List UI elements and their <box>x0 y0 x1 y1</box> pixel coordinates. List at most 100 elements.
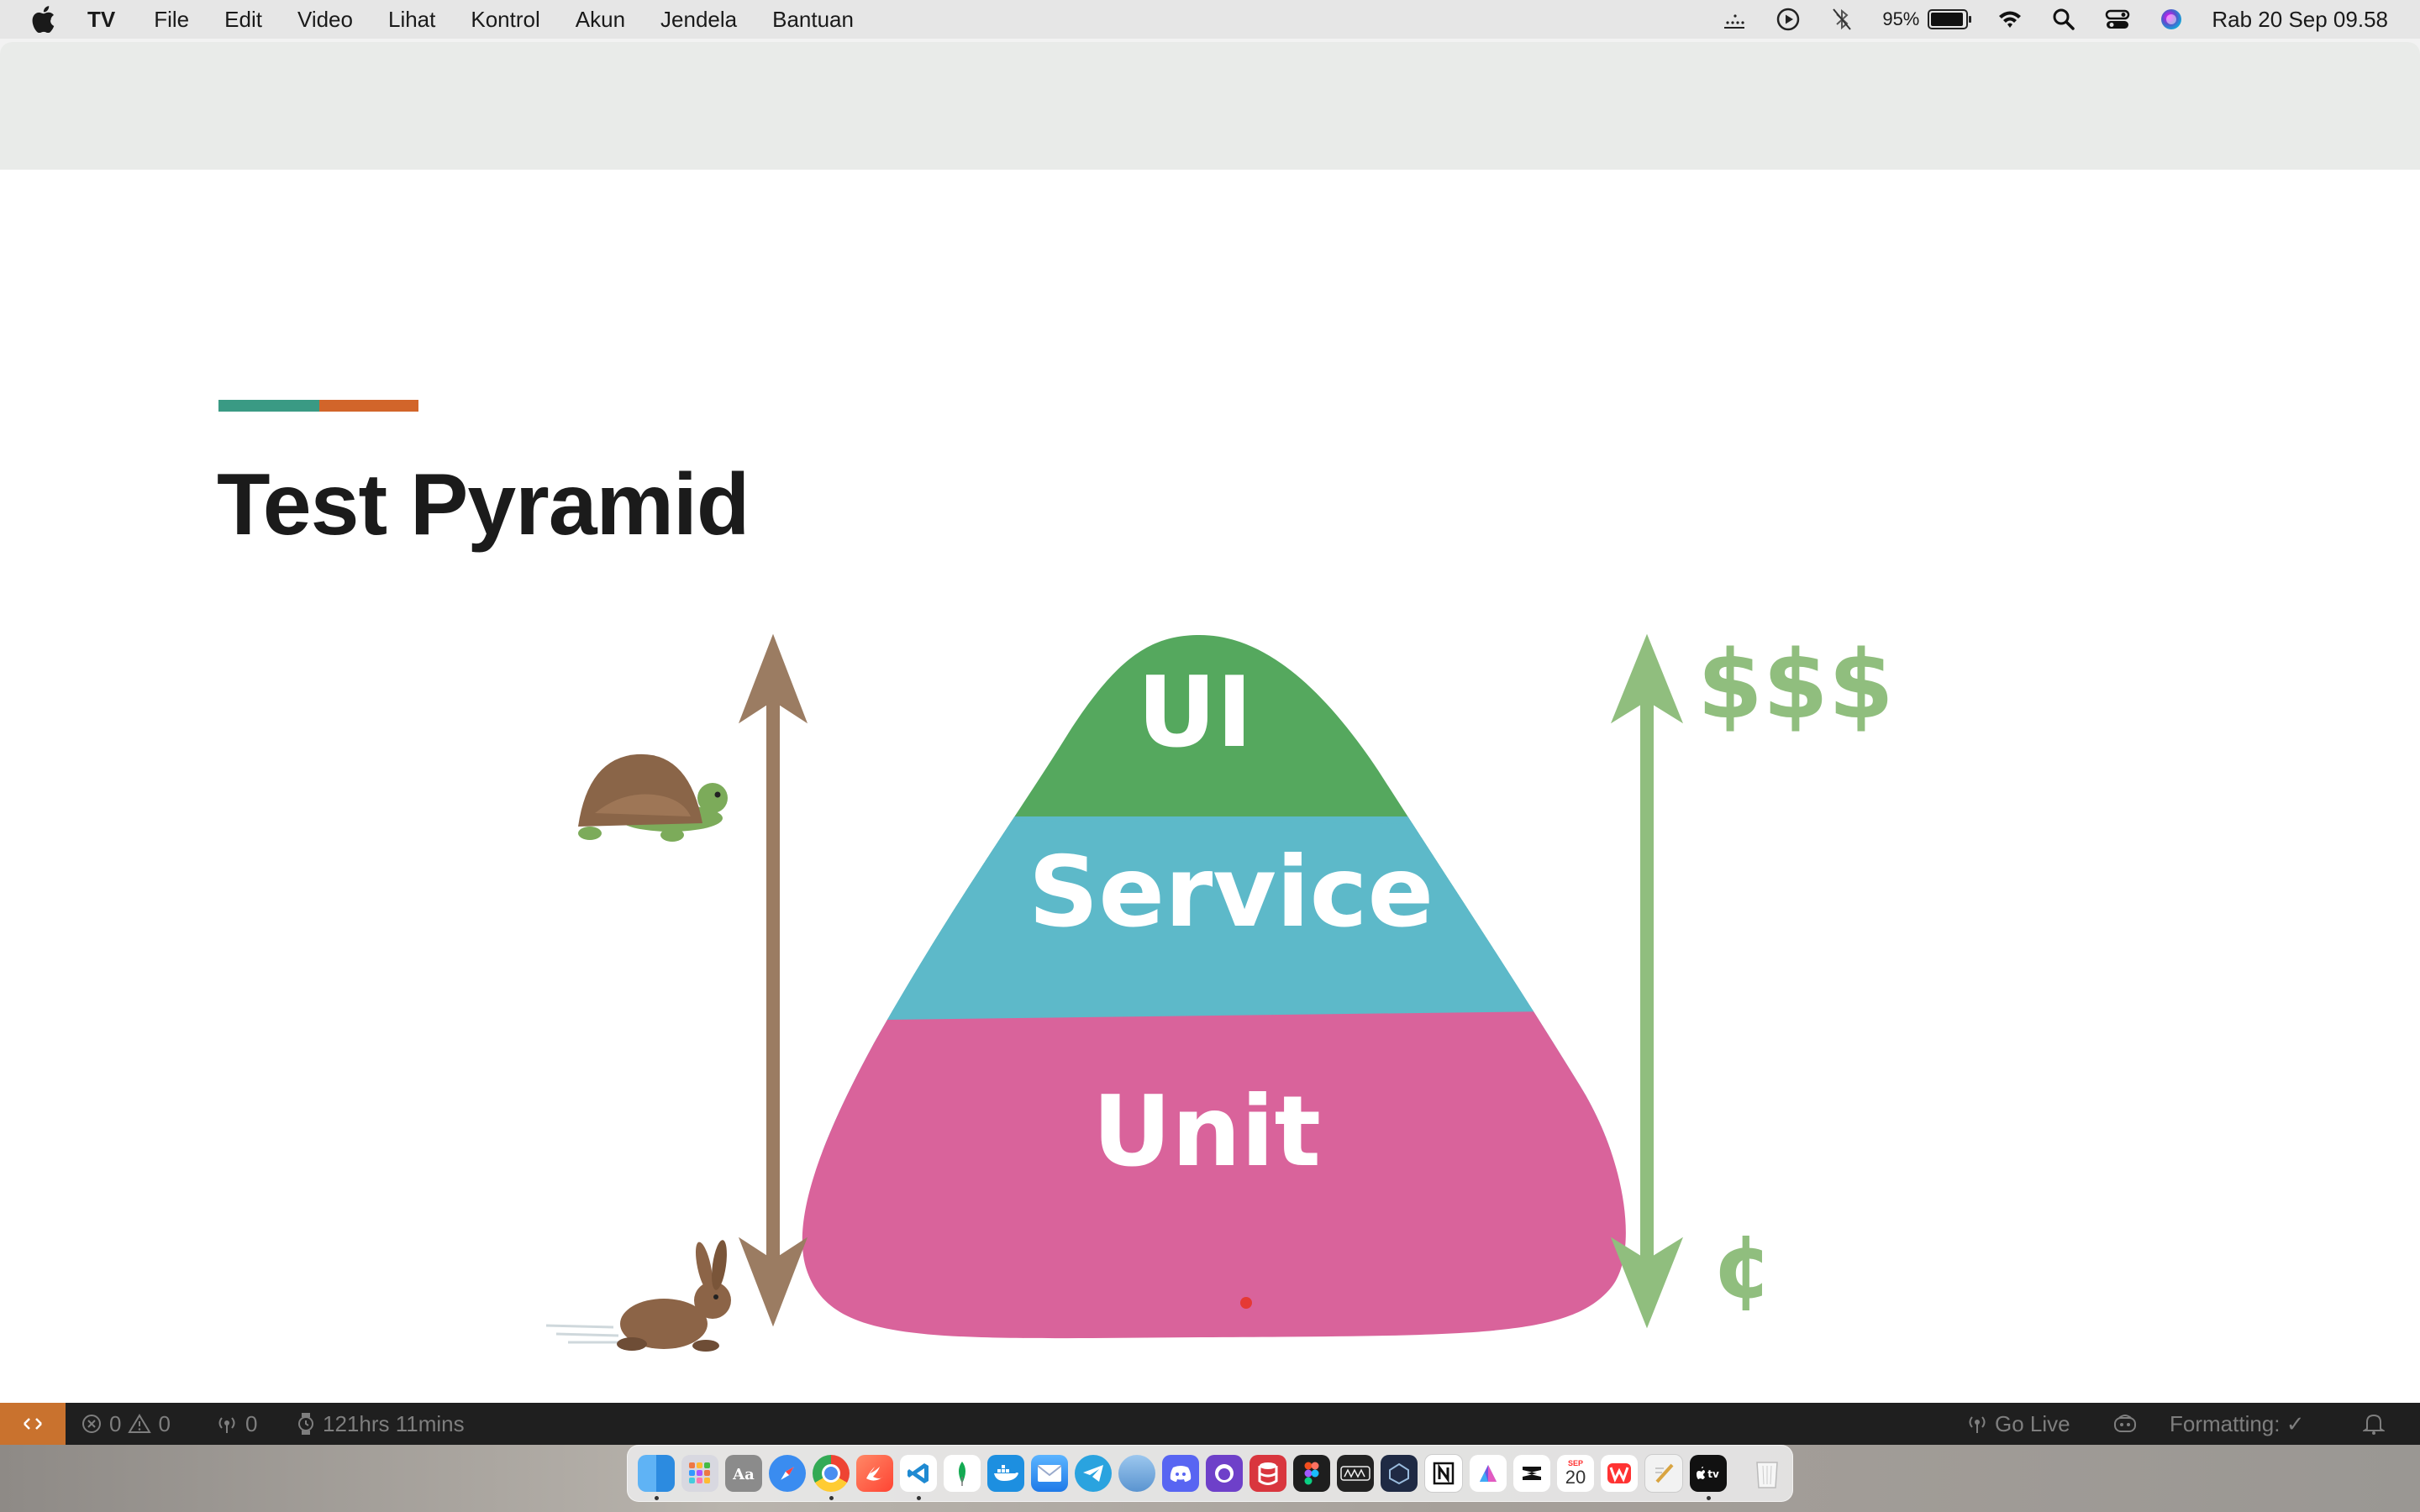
dock-network-radar[interactable] <box>1381 1455 1418 1492</box>
menu-jendela[interactable]: Jendela <box>660 6 738 32</box>
pyramid-label-unit: Unit <box>1092 1075 1321 1189</box>
app-menu[interactable]: TV <box>87 6 116 32</box>
leaf-icon <box>959 1462 965 1486</box>
warning-count: 0 <box>158 1410 171 1436</box>
dock-sequel-ace[interactable] <box>1118 1455 1155 1492</box>
dock-font-book[interactable]: Aa <box>725 1455 762 1492</box>
dock-launchpad[interactable] <box>681 1455 718 1492</box>
editor-status-bar: 0 0 0 121hrs 11mins Go Live Formatting: … <box>0 1403 2420 1445</box>
dock-mongodb-compass[interactable] <box>944 1455 981 1492</box>
ports-indicator[interactable]: 0 <box>215 1403 257 1445</box>
tv-window: Test Pyramid UI Service Unit <box>0 42 2420 1445</box>
battery-icon[interactable] <box>1928 9 1972 29</box>
video-frame-slide[interactable]: Test Pyramid UI Service Unit <box>0 170 2420 1445</box>
docker-whale-icon <box>994 1465 1018 1481</box>
wifi-icon[interactable] <box>1996 6 2023 33</box>
svg-text:Aa: Aa <box>732 1466 755 1483</box>
wps-icon <box>1607 1463 1631 1483</box>
dock-trash[interactable] <box>1749 1455 1786 1492</box>
dock-discord[interactable] <box>1162 1455 1199 1492</box>
dock-affinity[interactable] <box>1470 1455 1507 1492</box>
notifications-button[interactable] <box>2363 1403 2385 1445</box>
battery-percentage: 95% <box>1882 8 1920 29</box>
time-tracker[interactable]: 121hrs 11mins <box>296 1403 465 1445</box>
formatting-label: Formatting: ✓ <box>2170 1410 2305 1436</box>
menu-file[interactable]: File <box>154 6 190 32</box>
dock-swift-playgrounds[interactable] <box>856 1455 893 1492</box>
pyramid-label-ui: UI <box>1137 656 1252 769</box>
screen-recording-icon[interactable] <box>1721 6 1748 33</box>
font-book-icon: Aa <box>732 1466 755 1483</box>
problems-indicator[interactable]: 0 0 <box>81 1403 171 1445</box>
menu-video[interactable]: Video <box>297 6 353 32</box>
cost-label-low: ¢ <box>1712 1215 1773 1318</box>
dock-github-desktop[interactable] <box>1206 1455 1243 1492</box>
dock-wps-office[interactable] <box>1601 1455 1638 1492</box>
dock: Aa <box>627 1445 1793 1502</box>
ports-count: 0 <box>245 1410 258 1436</box>
paper-plane-icon <box>1083 1465 1103 1482</box>
remote-indicator[interactable] <box>0 1403 66 1445</box>
apple-menu-icon[interactable] <box>30 6 55 33</box>
calendar-day: 20 <box>1565 1467 1586 1488</box>
dock-textedit[interactable] <box>1644 1454 1683 1493</box>
menu-bantuan[interactable]: Bantuan <box>772 6 854 32</box>
watch-icon <box>298 1413 313 1435</box>
dock-calendar[interactable]: SEP 20 <box>1557 1455 1594 1492</box>
dock-patch[interactable] <box>1337 1455 1374 1492</box>
bluetooth-off-icon[interactable] <box>1828 6 1855 33</box>
cost-arrow <box>1610 633 1684 1329</box>
apple-tv-icon: tv <box>1697 1467 1719 1480</box>
dock-docker[interactable] <box>987 1455 1024 1492</box>
error-count: 0 <box>109 1410 122 1436</box>
calendar-month: SEP <box>1567 1459 1583 1467</box>
vscode-icon <box>908 1463 929 1483</box>
warning-icon <box>128 1414 152 1433</box>
clock[interactable]: Rab 20 Sep 09.58 <box>2212 6 2388 32</box>
pyramid-label-service: Service <box>1028 836 1434 949</box>
broadcast-icon <box>1969 1416 1986 1433</box>
pyramid-layer-unit <box>802 1008 1626 1339</box>
go-live-button[interactable]: Go Live <box>1966 1403 2070 1445</box>
dock-notion[interactable] <box>1424 1454 1463 1493</box>
radar-icon <box>1389 1462 1409 1485</box>
dock-telegram[interactable] <box>1075 1455 1112 1492</box>
database-icon <box>1258 1462 1278 1485</box>
menu-edit[interactable]: Edit <box>224 6 262 32</box>
notion-icon <box>1433 1462 1455 1485</box>
formatting-status[interactable]: Formatting: ✓ <box>2170 1403 2305 1445</box>
menu-bar: TV File Edit Video Lihat Kontrol Akun Je… <box>0 0 2420 39</box>
dock-finder[interactable] <box>638 1455 675 1500</box>
dock-dbngin[interactable] <box>1249 1455 1286 1492</box>
title-accent-bar-teal <box>218 400 319 412</box>
menu-kontrol[interactable]: Kontrol <box>471 6 540 32</box>
envelope-icon <box>1037 1465 1062 1482</box>
spotlight-search-icon[interactable] <box>2050 6 2077 33</box>
dock-mail[interactable] <box>1031 1455 1068 1492</box>
copilot-status[interactable] <box>2112 1403 2138 1445</box>
chrome-center-icon <box>822 1464 840 1483</box>
dock-vscode[interactable] <box>900 1455 937 1500</box>
dock-apple-tv[interactable]: tv <box>1690 1455 1727 1500</box>
window-toolbar <box>0 42 2420 170</box>
cursor-dot <box>1240 1297 1252 1309</box>
dock-capcut[interactable] <box>1513 1455 1550 1492</box>
control-center-icon[interactable] <box>2104 6 2131 33</box>
time-tracker-label: 121hrs 11mins <box>323 1410 465 1436</box>
play-icon[interactable] <box>1775 6 1802 33</box>
capcut-icon <box>1523 1467 1541 1480</box>
siri-icon[interactable] <box>2158 6 2185 33</box>
slide-title: Test Pyramid <box>217 456 750 554</box>
dock-figma[interactable] <box>1293 1455 1330 1492</box>
launchpad-grid-icon <box>689 1462 710 1483</box>
menu-lihat[interactable]: Lihat <box>387 6 436 32</box>
menu-akun[interactable]: Akun <box>575 6 626 32</box>
dock-chrome[interactable] <box>813 1455 850 1500</box>
cost-label-high: $$$ <box>1697 631 1894 740</box>
test-pyramid-diagram: UI Service Unit <box>545 631 1894 1352</box>
pencil-icon <box>1655 1463 1674 1483</box>
patch-logo-icon <box>1340 1466 1370 1481</box>
error-icon <box>82 1415 101 1433</box>
turtle-icon <box>578 753 728 842</box>
dock-safari[interactable] <box>769 1455 806 1492</box>
